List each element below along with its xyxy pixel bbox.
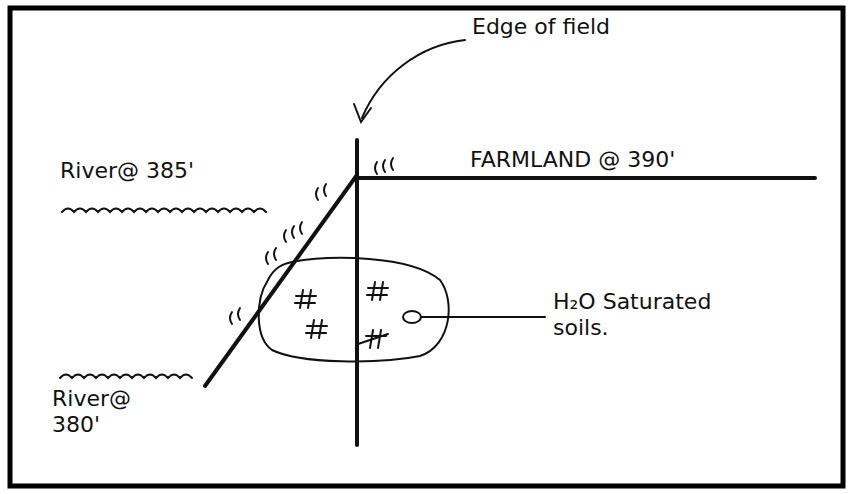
river-label: River@ 385' xyxy=(60,158,260,184)
slope-ticks xyxy=(230,158,393,324)
frame xyxy=(10,8,843,486)
saturated-zone-outline xyxy=(259,258,449,361)
zone-label: H₂O Saturated soils. xyxy=(553,289,743,342)
leader-line xyxy=(421,316,545,318)
arrow-head xyxy=(354,104,371,122)
leader-dot xyxy=(403,311,421,323)
farmland-line xyxy=(357,176,815,180)
river-lower xyxy=(60,375,192,379)
callout-label: Edge of field xyxy=(472,14,672,40)
pointer-arrow xyxy=(362,40,465,118)
field-edge-line xyxy=(355,140,359,445)
elevation-label: FARMLAND @ 390' xyxy=(470,147,730,173)
saturation-marks xyxy=(295,282,388,348)
river-upper xyxy=(62,209,266,213)
river-label: River@ 380' xyxy=(52,386,138,439)
